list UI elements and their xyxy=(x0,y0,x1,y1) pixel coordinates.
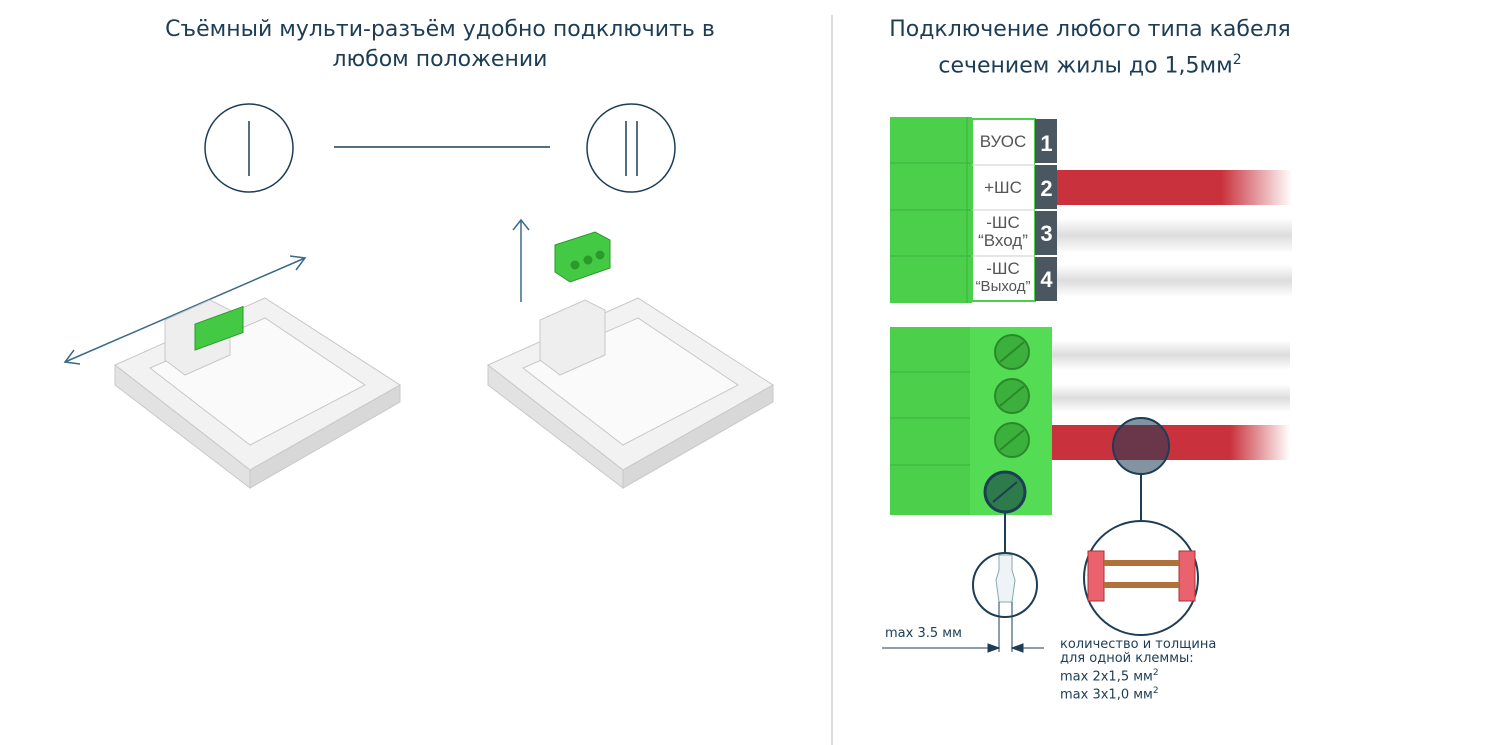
single-line-circle-icon xyxy=(204,103,294,193)
wire-white xyxy=(1050,340,1290,370)
terminal-2-label: +ШС xyxy=(984,178,1022,197)
right-title-line2: сечением жилы до 1,5мм2 xyxy=(938,52,1242,79)
terminal-1-label: ВУОС xyxy=(979,132,1027,151)
wire-white xyxy=(1057,264,1292,297)
detached-connector xyxy=(554,231,611,283)
wire-white xyxy=(1057,218,1292,253)
terminal-2-number: 2 xyxy=(1040,176,1053,201)
magnifier-lens xyxy=(1112,417,1170,475)
left-title-line2: любом положении xyxy=(332,47,548,72)
terminal-1-number: 1 xyxy=(1040,131,1053,156)
screw-icon xyxy=(994,334,1030,458)
wire-red xyxy=(1057,170,1292,205)
move-arrows xyxy=(63,218,530,365)
left-title-line1: Съёмный мульти-разъём удобно подключить … xyxy=(165,17,715,42)
screwdriver-tip xyxy=(995,554,1016,603)
left-title: Съёмный мульти-разъём удобно подключить … xyxy=(90,15,790,75)
dimension-label: max 3.5 мм xyxy=(885,626,962,641)
wire-strands xyxy=(1087,550,1196,602)
right-title: Подключение любого типа кабеля сечением … xyxy=(840,15,1340,81)
wire-white xyxy=(1050,384,1290,412)
terminal-block-bottom xyxy=(890,327,1052,515)
terminal-3-number: 3 xyxy=(1040,221,1053,246)
terminal-4-number: 4 xyxy=(1040,267,1053,292)
terminal-4-label: -ШС“Выход” xyxy=(975,259,1031,296)
wire-strand-detail xyxy=(1083,520,1199,636)
right-title-line1: Подключение любого типа кабеля xyxy=(889,17,1291,42)
base-right xyxy=(487,297,774,490)
orientation-symbols xyxy=(204,103,676,193)
terminal-block-top xyxy=(890,117,1057,303)
capacity-note: количество и толщина для одной клеммы: m… xyxy=(1060,637,1217,703)
wire-red xyxy=(1050,425,1290,460)
double-line-circle-icon xyxy=(586,103,676,193)
screw-highlight-icon xyxy=(983,470,1027,514)
terminal-3-label: -ШС“Вход” xyxy=(978,213,1028,250)
base-left xyxy=(114,297,401,490)
